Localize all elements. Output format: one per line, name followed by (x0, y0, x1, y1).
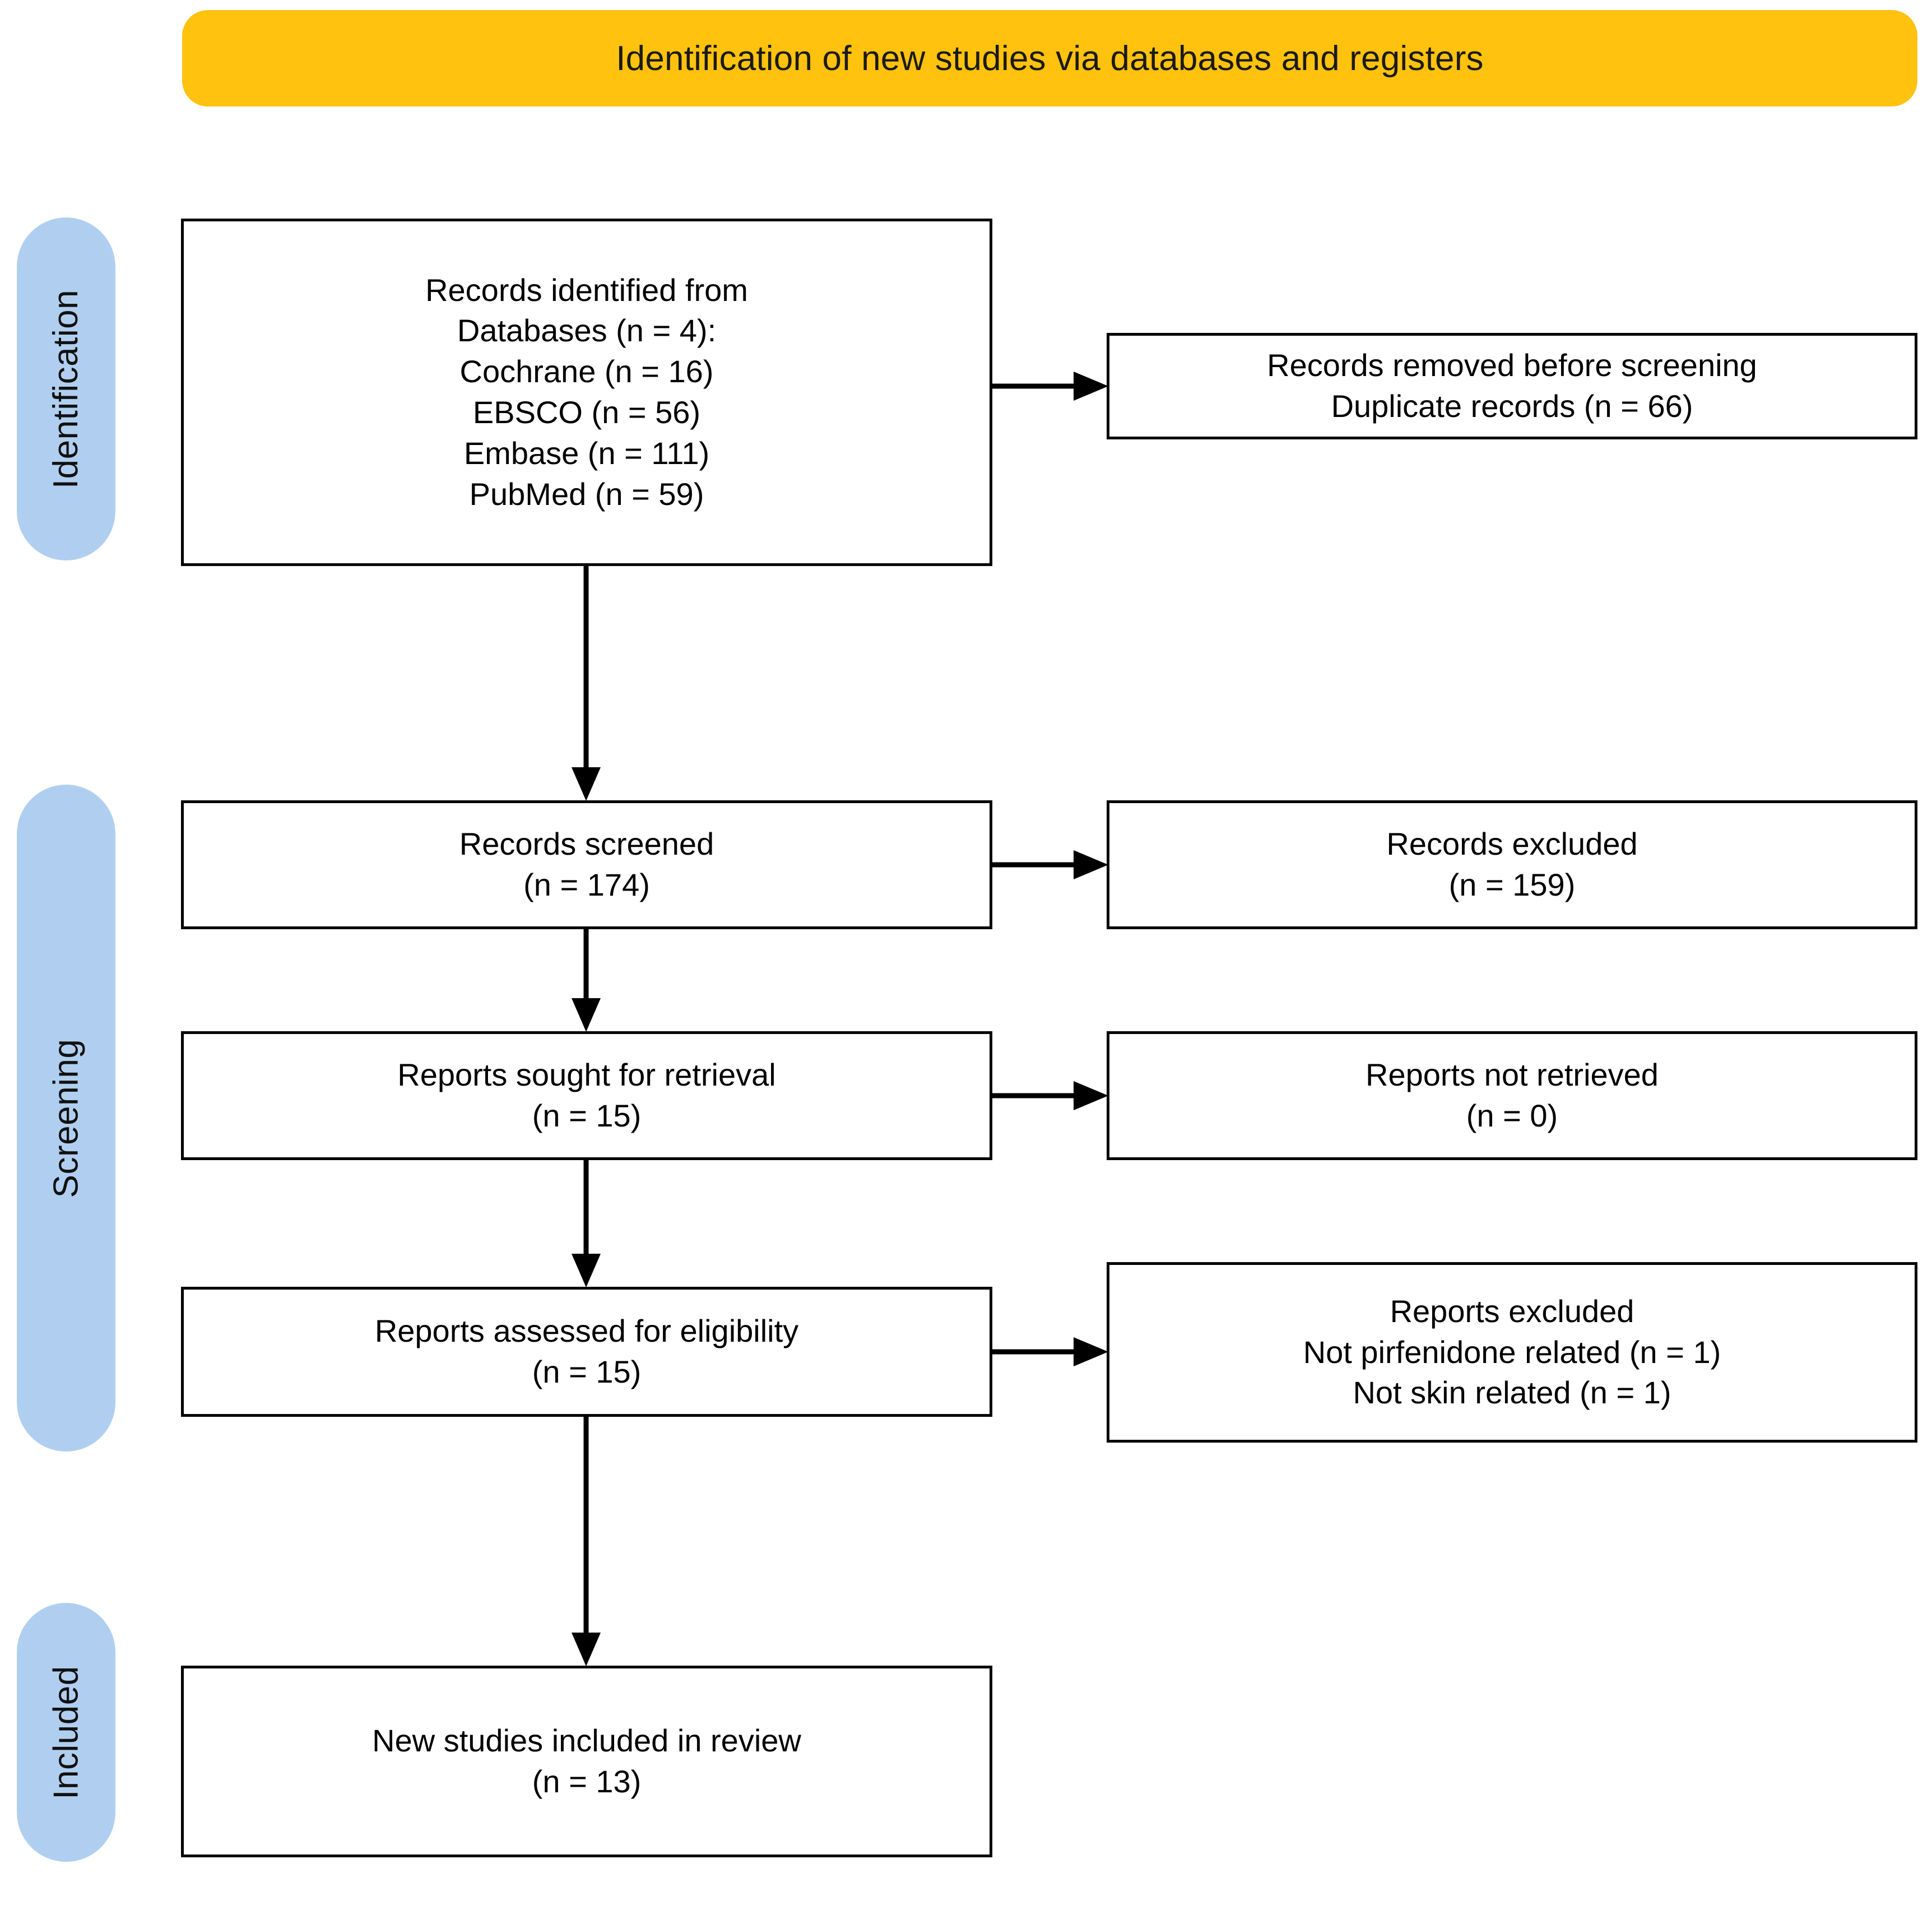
stage-label-identification: Identification (17, 217, 115, 560)
box-line: Not skin related (n = 1) (1353, 1375, 1671, 1411)
box-line: Records removed before screening (1267, 347, 1757, 383)
box-records-screened: Records screened (n = 174) (181, 800, 992, 929)
box-line: Reports assessed for eligibility (374, 1313, 799, 1349)
box-reports-assessed-for-eligibility: Reports assessed for eligibility (n = 15… (181, 1287, 992, 1417)
diagram-title: Identification of new studies via databa… (616, 39, 1484, 78)
connector-identified-to-removed (990, 369, 1109, 403)
box-line: Records excluded (1386, 826, 1638, 862)
box-line: (n = 159) (1448, 867, 1576, 902)
box-line: EBSCO (n = 56) (472, 395, 701, 430)
box-line: Cochrane (n = 16) (459, 354, 714, 390)
box-line: Embase (n = 111) (463, 435, 710, 471)
stage-label-identification-text: Identification (47, 289, 86, 489)
box-reports-excluded: Reports excluded Not pirfenidone related… (1107, 1262, 1917, 1443)
box-line: Reports excluded (1390, 1293, 1634, 1329)
box-line: Records screened (459, 826, 714, 862)
connector-screened-to-sought (569, 926, 603, 1034)
box-records-removed-before-screening: Records removed before screening Duplica… (1107, 333, 1917, 439)
connector-sought-to-assessed (569, 1157, 603, 1290)
connector-assessed-to-reports-excluded (990, 1335, 1109, 1369)
box-line: Duplicate records (n = 66) (1331, 388, 1693, 424)
box-line: New studies included in review (372, 1723, 801, 1759)
stage-label-included-text: Included (47, 1665, 86, 1800)
connector-identified-to-screened (569, 563, 603, 803)
connector-screened-to-excluded (990, 848, 1109, 882)
box-new-studies-included: New studies included in review (n = 13) (181, 1666, 992, 1857)
box-reports-not-retrieved: Reports not retrieved (n = 0) (1107, 1031, 1917, 1160)
connector-assessed-to-included (569, 1414, 603, 1668)
connector-sought-to-not-retrieved (990, 1079, 1109, 1112)
box-line: Records identified from (425, 272, 748, 308)
box-line: (n = 174) (523, 867, 650, 902)
box-line: Reports not retrieved (1366, 1057, 1659, 1093)
box-line: (n = 15) (532, 1354, 642, 1389)
box-line: Databases (n = 4): (457, 313, 717, 349)
stage-label-screening-text: Screening (47, 1039, 86, 1198)
box-reports-sought-for-retrieval: Reports sought for retrieval (n = 15) (181, 1031, 992, 1160)
diagram-header-banner: Identification of new studies via databa… (182, 10, 1917, 106)
stage-label-included: Included (17, 1603, 115, 1862)
stage-label-screening: Screening (17, 785, 115, 1452)
box-records-identified: Records identified from Databases (n = 4… (181, 219, 992, 566)
box-line: Reports sought for retrieval (397, 1057, 776, 1093)
box-line: (n = 15) (532, 1098, 642, 1133)
box-records-excluded: Records excluded (n = 159) (1107, 800, 1917, 929)
box-line: (n = 0) (1466, 1098, 1558, 1133)
box-line: (n = 13) (532, 1764, 642, 1799)
box-line: Not pirfenidone related (n = 1) (1303, 1334, 1721, 1370)
box-line: PubMed (n = 59) (469, 476, 704, 512)
